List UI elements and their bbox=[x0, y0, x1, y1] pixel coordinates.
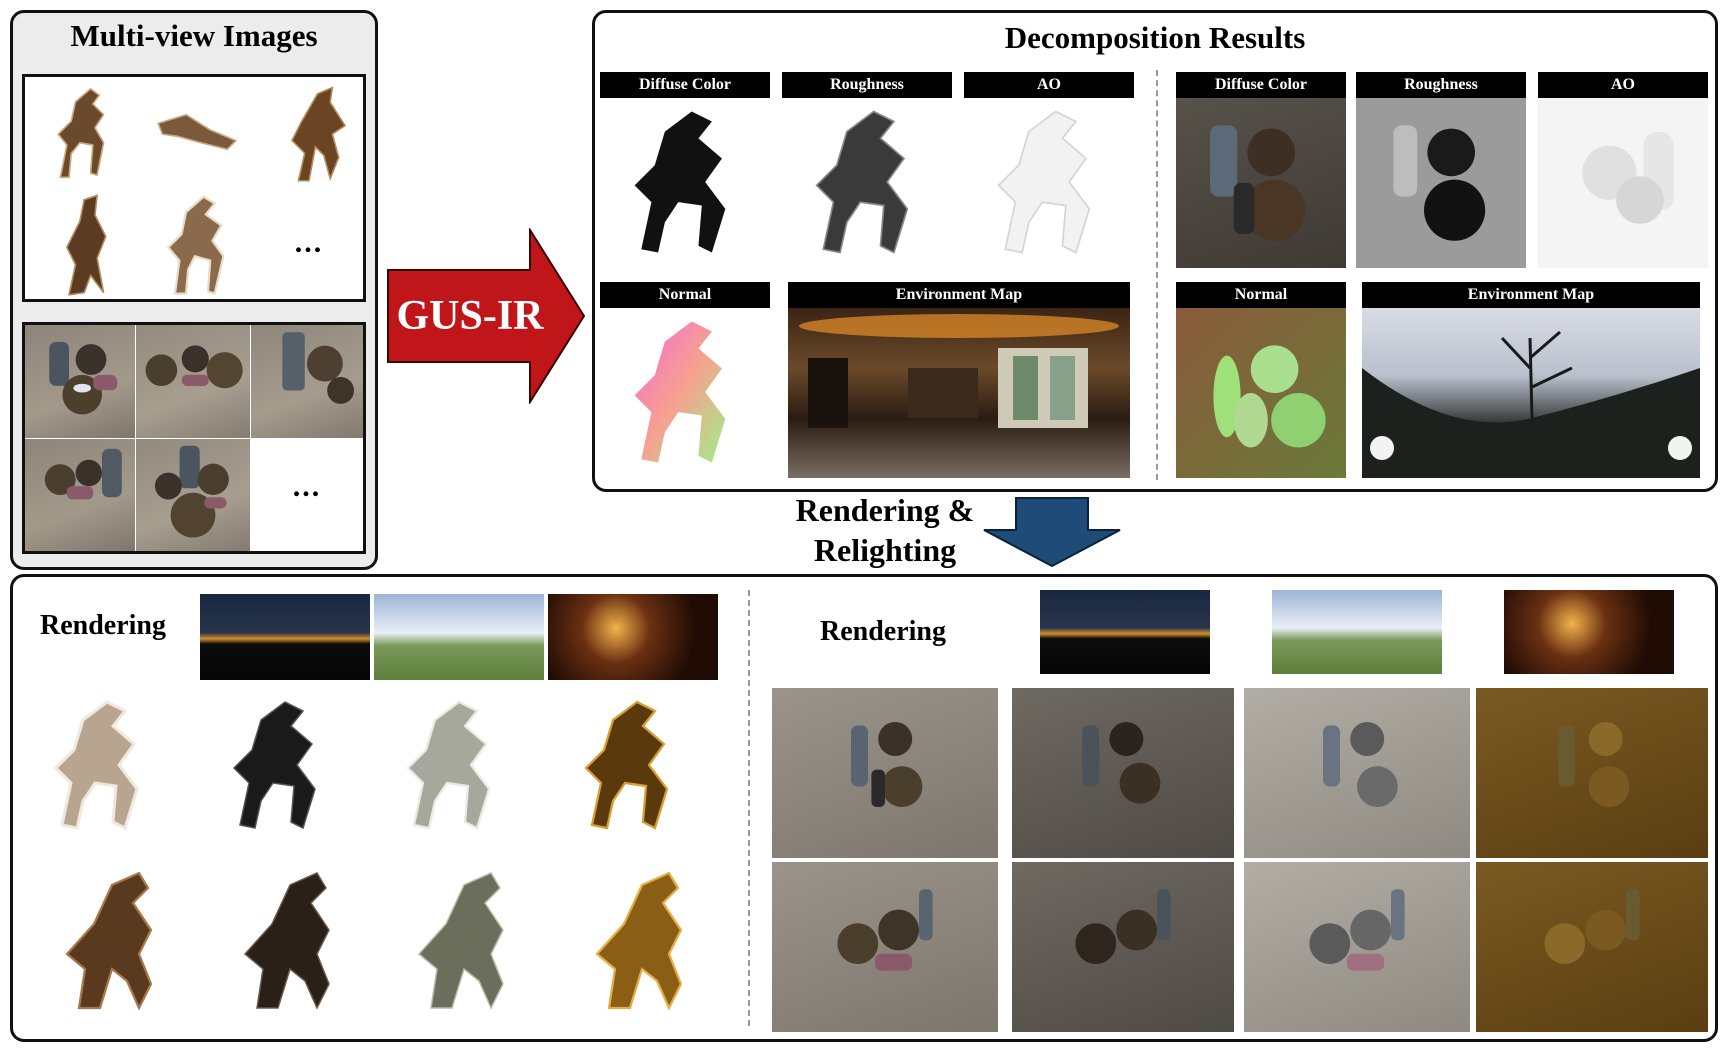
label-envmap-scene: Environment Map bbox=[1362, 282, 1700, 308]
scene-view-1 bbox=[25, 325, 135, 438]
multiview-title: Multi-view Images bbox=[70, 18, 318, 53]
rendering-label-right: Rendering bbox=[820, 616, 946, 647]
horse-normal-map bbox=[600, 308, 770, 476]
rendering-divider bbox=[748, 590, 750, 1026]
horse-render-indoor-1 bbox=[556, 684, 706, 846]
env-sky-thumb-left bbox=[374, 594, 544, 680]
rendering-label-left: Rendering bbox=[40, 610, 166, 641]
horse-view-1 bbox=[28, 78, 136, 186]
label-roughness-scene: Roughness bbox=[1356, 72, 1526, 98]
scene-roughness-map bbox=[1356, 98, 1526, 268]
horse-render-indoor-2 bbox=[564, 856, 714, 1022]
horse-view-2 bbox=[142, 78, 252, 186]
arrow-right-icon bbox=[387, 228, 586, 404]
horse-view-5 bbox=[142, 188, 252, 298]
scene-diffuse-map bbox=[1176, 98, 1346, 268]
scene-render-indoor-2 bbox=[1476, 862, 1708, 1032]
horse-render-sky-1 bbox=[378, 684, 528, 846]
scene-render-sky-2 bbox=[1244, 862, 1470, 1032]
method-label: GUS-IR bbox=[396, 293, 544, 339]
scene-view-3 bbox=[251, 325, 363, 438]
scene-view-5 bbox=[136, 439, 250, 551]
env-night-thumb-left bbox=[200, 594, 370, 680]
decomposition-title: Decomposition Results bbox=[1004, 20, 1306, 55]
scene-normal-map bbox=[1176, 308, 1346, 478]
decomposition-divider bbox=[1156, 70, 1158, 480]
indoor-environment-map bbox=[788, 308, 1130, 478]
env-indoor-thumb-left bbox=[548, 594, 718, 680]
horse-view-4 bbox=[28, 188, 136, 298]
label-diffuse-color-horse: Diffuse Color bbox=[600, 72, 770, 98]
scene-render-sky-1 bbox=[1244, 688, 1470, 858]
scene-render-indoor-1 bbox=[1476, 688, 1708, 858]
label-normal-horse: Normal bbox=[600, 282, 770, 308]
arrow-down-icon bbox=[983, 497, 1121, 568]
horse-render-original-1 bbox=[26, 684, 176, 846]
label-roughness-horse: Roughness bbox=[782, 72, 952, 98]
scene-render-original-1 bbox=[772, 688, 998, 858]
scene-render-night-2 bbox=[1012, 862, 1234, 1032]
scene-view-4 bbox=[25, 439, 135, 551]
env-indoor-thumb-right bbox=[1504, 590, 1674, 674]
env-night-thumb-right bbox=[1040, 590, 1210, 674]
label-ao-scene: AO bbox=[1538, 72, 1708, 98]
flow-label-line1: Rendering & bbox=[795, 492, 975, 528]
horse-roughness-map bbox=[782, 98, 952, 266]
horse-ao-map bbox=[964, 98, 1134, 266]
flow-label-line2: Relighting bbox=[813, 532, 957, 568]
horse-render-night-1 bbox=[204, 684, 354, 846]
horse-view-3 bbox=[256, 78, 362, 186]
scene-view-2 bbox=[136, 325, 250, 438]
outdoor-environment-map bbox=[1362, 308, 1700, 478]
scene-render-original-2 bbox=[772, 862, 998, 1032]
horse-render-original-2 bbox=[34, 856, 184, 1022]
scene-render-night-1 bbox=[1012, 688, 1234, 858]
label-diffuse-color-scene: Diffuse Color bbox=[1176, 72, 1346, 98]
multiview-objects-ellipsis: ... bbox=[294, 226, 324, 259]
label-normal-scene: Normal bbox=[1176, 282, 1346, 308]
env-sky-thumb-right bbox=[1272, 590, 1442, 674]
horse-render-night-2 bbox=[212, 856, 362, 1022]
horse-render-sky-2 bbox=[386, 856, 536, 1022]
label-ao-horse: AO bbox=[964, 72, 1134, 98]
scene-ao-map bbox=[1538, 98, 1708, 268]
horse-diffuse-map bbox=[600, 98, 770, 266]
multiview-scenes-ellipsis: ... bbox=[292, 470, 322, 503]
label-envmap-horse: Environment Map bbox=[788, 282, 1130, 308]
